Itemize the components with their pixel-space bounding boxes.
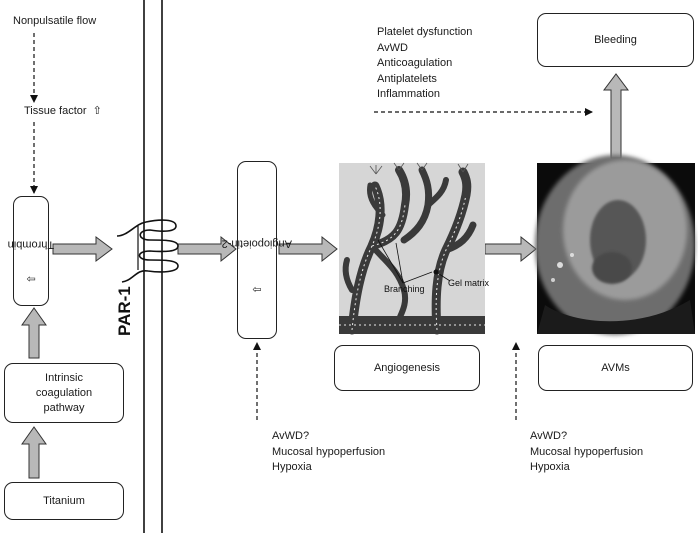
nonpulsatile-flow-label: Nonpulsatile flow xyxy=(13,15,97,27)
angiogenesis-image xyxy=(339,162,485,335)
list-item: Mucosal hypoperfusion xyxy=(530,445,644,458)
bleeding-causes-list: Platelet dysfunction AvWD Anticoagulatio… xyxy=(377,25,472,103)
increase-arrow-icon: ⇧ xyxy=(92,105,102,117)
angiopoietin-label: Angiopoietin-2 xyxy=(221,236,293,249)
titanium-label: Titanium xyxy=(43,494,85,507)
block-arrow-avms-to-bleeding xyxy=(603,73,629,159)
angiogenesis-label: Angiogenesis xyxy=(373,361,441,374)
avm-factors-list: AvWD? Mucosal hypoperfusion Hypoxia xyxy=(530,429,643,476)
block-arrow-angiogenesis-to-avms xyxy=(484,235,537,263)
list-item: Hypoxia xyxy=(530,461,570,473)
list-item: Anticoagulation xyxy=(377,57,453,69)
par1-label: PAR-1 xyxy=(115,286,134,336)
intrinsic-pathway-box: Intrinsic coagulation pathway xyxy=(4,363,124,423)
list-item: Hypoxia xyxy=(272,461,312,473)
titanium-box: Titanium xyxy=(4,482,124,520)
list-item: Platelet dysfunction xyxy=(377,26,473,38)
block-arrow-thrombin-to-par1 xyxy=(52,236,113,262)
tissue-factor-label: Tissue factor ⇧ xyxy=(24,104,102,119)
block-arrow-titanium-to-intrinsic xyxy=(21,426,47,479)
increase-arrow-icon: ⇨ xyxy=(26,271,36,284)
avm-photo xyxy=(535,155,695,335)
avms-label: AVMs xyxy=(601,361,630,374)
thrombin-label: Thrombin xyxy=(7,237,55,250)
par1-receptor-icon xyxy=(116,219,179,283)
list-item: AvWD xyxy=(377,41,408,54)
intrinsic-pathway-label: Intrinsic coagulation pathway xyxy=(35,371,93,414)
bleeding-box: Bleeding xyxy=(537,13,694,67)
bleeding-label: Bleeding xyxy=(594,33,637,46)
list-item: Inflammation xyxy=(377,88,440,100)
gel-matrix-label: Gel matrix xyxy=(448,278,490,288)
list-item: AvWD? xyxy=(530,430,568,442)
tissue-factor-text: Tissue factor xyxy=(24,105,87,117)
block-arrow-intrinsic-to-thrombin xyxy=(21,307,47,359)
block-arrow-angiopoietin-to-angiogenesis xyxy=(278,235,338,263)
increase-arrow-icon: ⇨ xyxy=(252,282,262,295)
block-arrow-par1-to-angiopoietin xyxy=(177,235,237,263)
avms-box: AVMs xyxy=(538,345,693,391)
angiopoietin-box: Angiopoietin-2 ⇨ xyxy=(222,161,292,339)
branching-label: Branching xyxy=(384,284,425,294)
list-item: Mucosal hypoperfusion xyxy=(272,445,386,458)
list-item: AvWD? xyxy=(272,430,310,442)
thrombin-box: Thrombin ⇨ xyxy=(8,196,54,306)
cell-membrane xyxy=(143,0,163,533)
angiogenesis-factors-list: AvWD? Mucosal hypoperfusion Hypoxia xyxy=(272,429,385,476)
list-item: Antiplatelets xyxy=(377,72,437,85)
angiogenesis-box: Angiogenesis xyxy=(334,345,480,391)
